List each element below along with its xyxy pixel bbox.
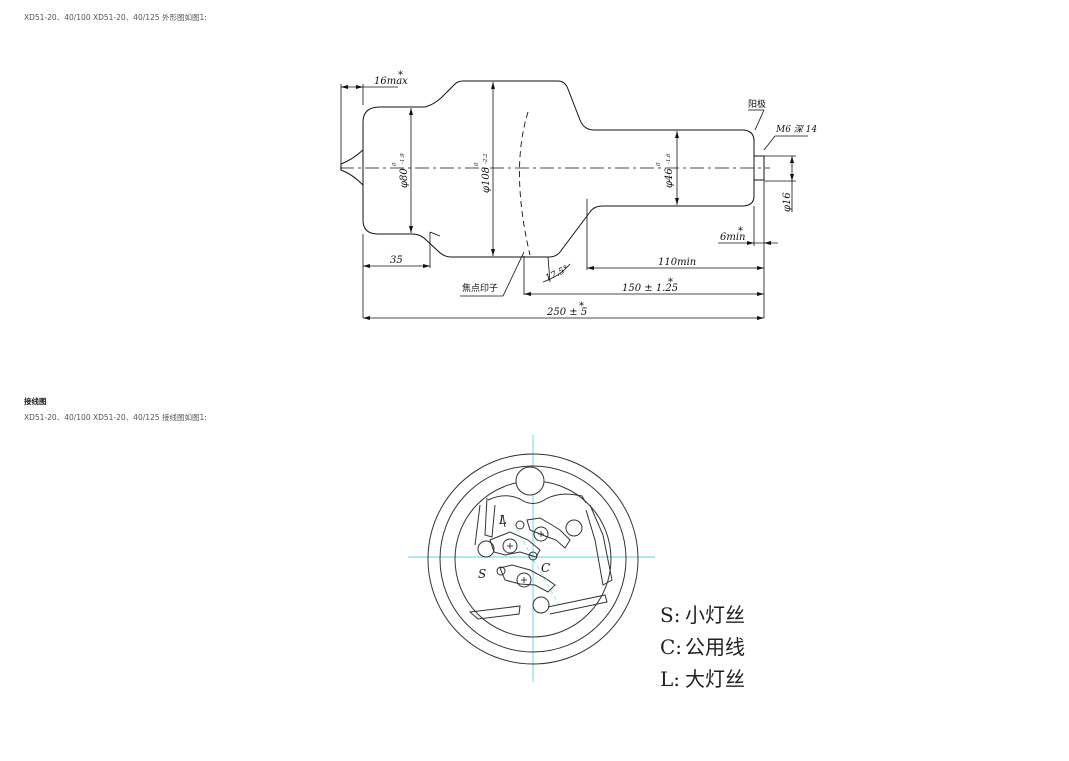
- label-6min: 6min: [720, 232, 745, 243]
- label-110min: 110min: [658, 257, 696, 268]
- star-16max: *: [398, 70, 403, 81]
- pin-label-c: C: [541, 561, 550, 575]
- label-phi108: φ108: [481, 167, 492, 193]
- legend-text-c: 公用线: [685, 635, 745, 659]
- tube-outline: [362, 80, 755, 258]
- tol-phi108-top: 0: [474, 162, 480, 166]
- label-250: 250 ± 5: [546, 307, 587, 318]
- pin-label-l: L: [498, 513, 507, 527]
- tol-phi80-bottom: -1.9: [400, 153, 406, 164]
- legend-text-s: 小灯丝: [685, 603, 745, 627]
- label-focal: 焦点印子: [462, 282, 498, 294]
- label-16max: 16max: [374, 76, 408, 87]
- label-phi16: φ16: [782, 192, 793, 212]
- label-35: 35: [390, 255, 403, 266]
- wiring-caption: XD51-20、40/100 XD51-20、40/125 接线图如图1:: [24, 413, 207, 422]
- tol-phi46-top: 0: [656, 162, 662, 166]
- label-phi46: φ46: [664, 168, 675, 188]
- label-150: 150 ± 1.25: [622, 283, 678, 294]
- legend-key-l: L:: [660, 667, 680, 691]
- star-150: *: [668, 277, 673, 288]
- wiring-legend: S: 小灯丝 C: 公用线 L: 大灯丝: [660, 603, 745, 691]
- wiring-heading: 接线图: [24, 397, 47, 406]
- tol-phi46-bottom: -1.6: [666, 153, 672, 164]
- legend-key-c: C:: [660, 635, 682, 659]
- label-anode: 阳极: [748, 98, 766, 110]
- legend-text-l: 大灯丝: [685, 667, 745, 691]
- tol-phi80-top: 0: [392, 162, 398, 166]
- star-250: *: [579, 301, 584, 312]
- label-phi80: φ80: [399, 168, 410, 188]
- pin-label-s: S: [478, 567, 486, 581]
- outline-caption: XD51-20、40/100 XD51-20、40/125 外形图如图1:: [24, 13, 207, 22]
- tol-phi108-bottom: -2.2: [483, 153, 489, 164]
- label-thread: M6 深 14: [775, 124, 817, 135]
- legend-key-s: S:: [660, 603, 680, 627]
- star-6min: *: [738, 226, 743, 237]
